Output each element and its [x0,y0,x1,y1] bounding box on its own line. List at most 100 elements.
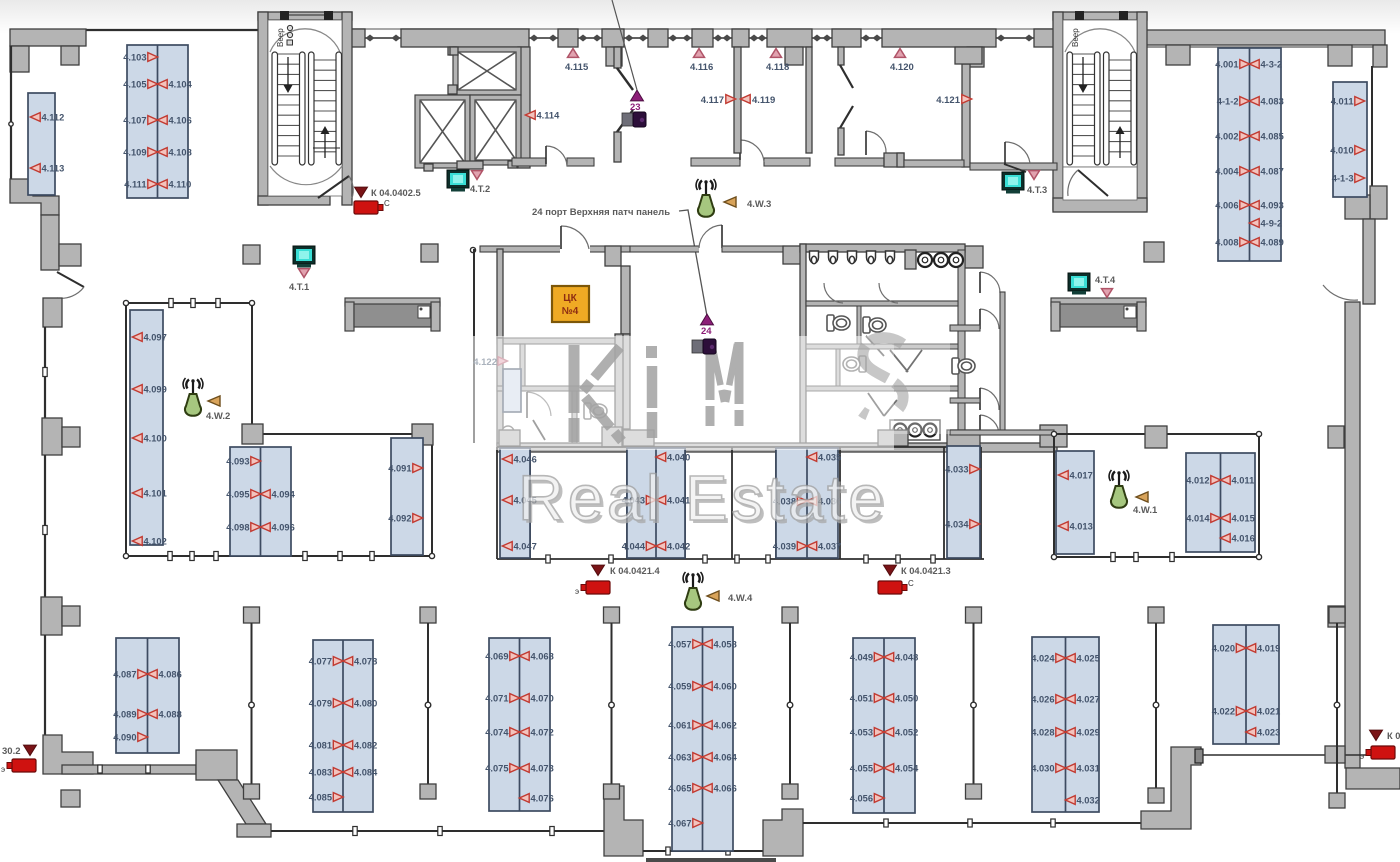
svg-text:4.032: 4.032 [1077,796,1100,806]
svg-text:4.004: 4.004 [1215,167,1239,177]
svg-text:4.070: 4.070 [531,694,554,704]
svg-text:э: э [1360,752,1364,761]
svg-text:4.112: 4.112 [42,113,65,123]
svg-text:4.089: 4.089 [113,710,136,720]
svg-text:4.W.3: 4.W.3 [747,199,771,210]
svg-text:4.119: 4.119 [752,95,775,106]
svg-text:4.040: 4.040 [667,453,690,463]
svg-text:4.071: 4.071 [485,694,508,704]
svg-text:4.104: 4.104 [169,80,193,90]
svg-text:4.014: 4.014 [1186,514,1210,524]
svg-text:4.013: 4.013 [1070,522,1093,532]
svg-text:4.053: 4.053 [850,728,873,738]
svg-text:К 04.0402.5: К 04.0402.5 [371,188,421,198]
svg-text:4.T.3: 4.T.3 [1027,185,1047,195]
svg-text:4.062: 4.062 [714,721,737,731]
svg-text:4.087: 4.087 [1261,167,1284,177]
svg-text:4.084: 4.084 [354,768,378,778]
svg-text:4.113: 4.113 [42,164,65,174]
svg-text:C: C [384,199,390,208]
svg-text:К 04.0421.3: К 04.0421.3 [901,566,951,576]
svg-text:4.093: 4.093 [1261,201,1284,211]
svg-text:4.025: 4.025 [1077,654,1100,664]
svg-text:4.075: 4.075 [485,764,508,774]
svg-text:4.T.1: 4.T.1 [289,282,309,292]
svg-text:4.033: 4.033 [945,465,968,475]
svg-text:4.030: 4.030 [1031,764,1054,774]
svg-text:4.073: 4.073 [531,764,554,774]
svg-text:4.074: 4.074 [485,728,509,738]
svg-text:Веер: Веер [1071,28,1080,47]
svg-text:4.031: 4.031 [1077,764,1100,774]
svg-text:Real Estate: Real Estate [521,465,890,537]
svg-text:4.093: 4.093 [226,457,249,467]
svg-text:4.076: 4.076 [531,794,554,804]
svg-text:4.041: 4.041 [667,496,690,506]
svg-text:4.098: 4.098 [226,523,249,533]
svg-text:4.T.2: 4.T.2 [470,184,490,194]
svg-text:э: э [1,765,5,774]
svg-text:4.021: 4.021 [1257,707,1280,717]
svg-text:4.114: 4.114 [537,111,561,121]
svg-text:4.065: 4.065 [668,784,691,794]
svg-text:4.011: 4.011 [1331,97,1354,107]
svg-text:23: 23 [630,102,641,113]
svg-text:4.010: 4.010 [1330,146,1353,156]
svg-text:4.051: 4.051 [850,694,873,704]
svg-text:4.037: 4.037 [818,542,841,552]
svg-text:4.T.4: 4.T.4 [1095,275,1116,285]
svg-text:4.006: 4.006 [1215,201,1238,211]
svg-text:4.017: 4.017 [1070,471,1093,481]
svg-text:4.085: 4.085 [309,793,332,803]
svg-text:4.101: 4.101 [144,489,167,499]
svg-text:4.W.4: 4.W.4 [728,593,753,604]
svg-text:4.096: 4.096 [272,523,295,533]
svg-text:4.068: 4.068 [531,652,554,662]
svg-text:4.008: 4.008 [1215,238,1238,248]
svg-text:4.058: 4.058 [714,640,737,650]
svg-text:4.038: 4.038 [773,497,796,507]
svg-text:4.048: 4.048 [895,653,918,663]
svg-text:ЦК: ЦК [563,293,577,304]
svg-text:4.039: 4.039 [773,542,796,552]
svg-text:4.045: 4.045 [514,496,537,506]
svg-text:4.035: 4.035 [818,453,841,463]
svg-text:4.020: 4.020 [1212,644,1235,654]
svg-text:4.026: 4.026 [1031,695,1054,705]
svg-text:4.050: 4.050 [895,694,918,704]
svg-text:4.044: 4.044 [622,542,646,552]
svg-text:4.069: 4.069 [485,652,508,662]
svg-text:4.089: 4.089 [1261,238,1284,248]
svg-text:4.097: 4.097 [144,333,167,343]
svg-text:4.092: 4.092 [388,514,411,524]
svg-text:№4: №4 [562,306,579,317]
svg-text:4.023: 4.023 [1257,728,1280,738]
svg-text:4.016: 4.016 [1232,534,1255,544]
svg-text:4.090: 4.090 [113,733,136,743]
svg-text:4.056: 4.056 [850,794,873,804]
svg-text:4.100: 4.100 [144,434,167,444]
svg-text:4.083: 4.083 [309,768,332,778]
svg-text:4.055: 4.055 [850,764,873,774]
svg-text:4.060: 4.060 [714,682,737,692]
svg-text:4.066: 4.066 [714,784,737,794]
svg-text:24 порт Верхняя патч панель: 24 порт Верхняя патч панель [532,207,670,218]
svg-text:К 04.0421.4: К 04.0421.4 [610,566,660,576]
svg-text:4.091: 4.091 [388,464,411,474]
svg-text:4-3-2: 4-3-2 [1261,60,1283,70]
svg-text:4-1-3: 4-1-3 [1332,174,1354,184]
svg-text:4.022: 4.022 [1212,707,1235,717]
svg-text:4.081: 4.081 [309,741,332,751]
svg-text:C: C [908,579,914,588]
svg-text:24: 24 [701,326,712,337]
svg-text:4.120: 4.120 [890,62,914,73]
svg-text:4.036: 4.036 [818,497,841,507]
svg-text:4.034: 4.034 [945,520,969,530]
svg-text:4.078: 4.078 [354,657,377,667]
svg-text:4.105: 4.105 [123,80,146,90]
svg-text:4.057: 4.057 [668,640,691,650]
svg-text:4.W.2: 4.W.2 [206,411,230,422]
svg-text:4.064: 4.064 [714,753,738,763]
svg-text:4.086: 4.086 [159,670,182,680]
svg-text:4.001: 4.001 [1215,60,1238,70]
